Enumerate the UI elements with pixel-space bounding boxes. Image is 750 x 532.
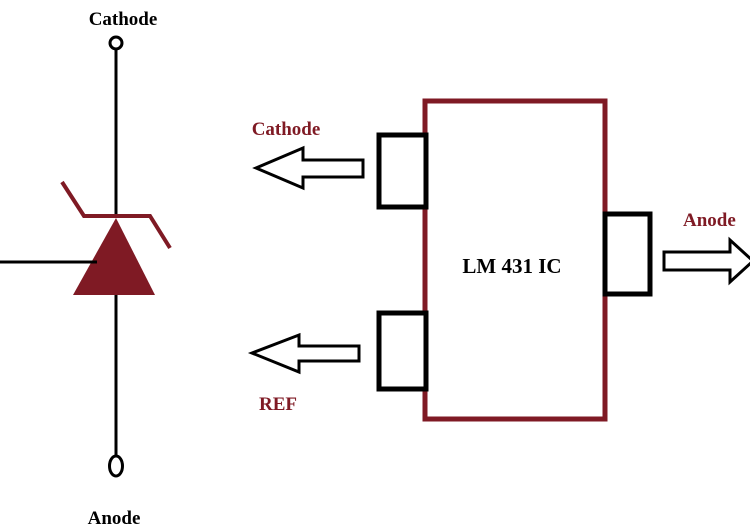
shunt-regulator-symbol: Cathode Anode [0,9,172,529]
anode-pin [602,211,653,297]
ic-cathode-label: Cathode [252,119,321,140]
ic-anode-label: Anode [683,210,736,231]
cathode-terminal-icon [108,35,124,51]
ic-body [422,98,608,422]
cathode-pin [376,132,429,210]
ref-pin [376,310,429,392]
diode-triangle-icon [73,218,155,295]
ref-arrow-icon [247,332,361,375]
ic-package: LM 431 IC Cathode REF Anode [247,98,750,422]
zener-bar [60,180,172,250]
symbol-anode-label: Anode [88,508,141,529]
cathode-arrow-icon [252,145,365,191]
anode-arrow-icon [662,236,750,286]
ic-ref-label: REF [259,394,297,415]
ic-name: LM 431 IC [462,254,561,278]
anode-terminal-icon [108,454,124,478]
symbol-cathode-label: Cathode [89,9,158,30]
